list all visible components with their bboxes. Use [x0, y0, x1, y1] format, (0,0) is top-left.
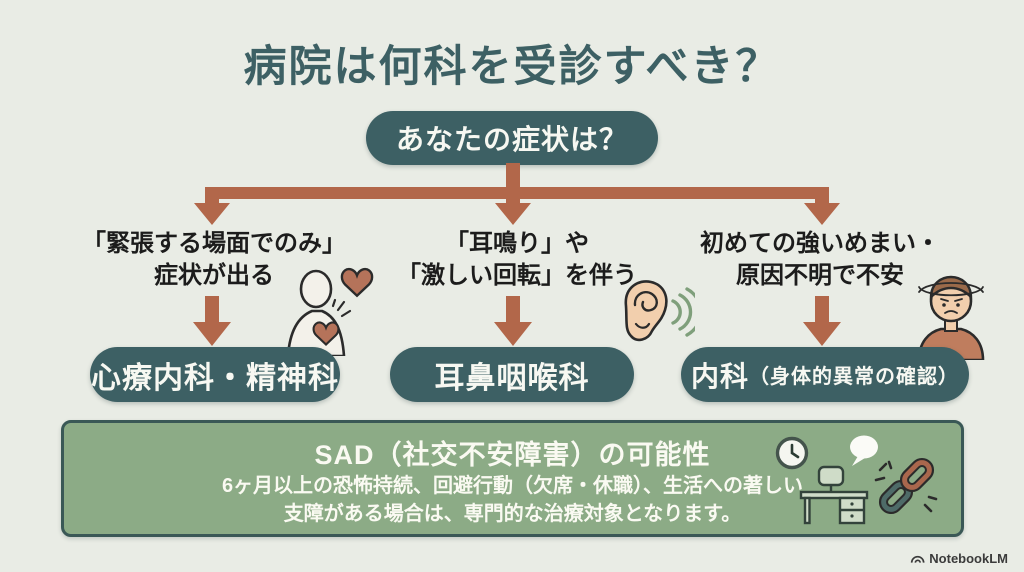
- watermark: NotebookLM: [910, 551, 1008, 566]
- branch-condition-2-line1: 「耳鳴り」や: [445, 230, 589, 257]
- branch-condition-1: 「緊張する場面でのみ」 症状が出る: [64, 228, 364, 292]
- branch-arrow-2: [494, 296, 532, 346]
- sad-info-box: SAD（社交不安障害）の可能性 6ヶ月以上の恐怖持続、回避行動（欠席・休職）、生…: [61, 420, 964, 537]
- speech-bubble-icon: [850, 435, 878, 466]
- branch-condition-3: 初めての強いめまい・ 原因不明で不安: [690, 228, 950, 292]
- connector-down-arrow-right: [804, 187, 840, 225]
- branch-condition-2: 「耳鳴り」や 「激しい回転」を伴う: [397, 228, 637, 292]
- sad-info-title: SAD（社交不安障害）の可能性: [314, 440, 711, 470]
- connector-down-arrow-middle: [495, 187, 531, 225]
- result-node-internal-medicine: 内科（身体的異常の確認）: [681, 347, 969, 402]
- watermark-label: NotebookLM: [929, 551, 1008, 566]
- branch-condition-3-line1: 初めての強いめまい・: [700, 230, 940, 257]
- root-symptom-label: あなたの症状は？: [395, 124, 628, 155]
- page-title: 病院は何科を受診すべき？: [243, 43, 781, 91]
- result-label: 耳鼻咽喉科: [434, 361, 590, 395]
- person-hearts-icon: [286, 267, 374, 356]
- notebooklm-logo-icon: [911, 555, 925, 563]
- result-sublabel: （身体的異常の確認）: [749, 366, 959, 388]
- connector-stem: [506, 163, 520, 189]
- connector-down-arrow-left: [194, 187, 230, 225]
- result-node-ent: 耳鼻咽喉科: [390, 347, 634, 402]
- result-node-psychiatry: 心療内科・精神科: [90, 347, 340, 402]
- result-label: 内科: [690, 360, 749, 392]
- root-symptom-node: あなたの症状は？: [366, 111, 658, 165]
- branch-condition-1-line1: 「緊張する場面でのみ」: [82, 230, 346, 257]
- sad-info-body-line1: 6ヶ月以上の恐怖持続、回避行動（欠席・休職）、生活への著しい: [221, 475, 804, 497]
- branch-condition-1-line2: 症状が出る: [154, 262, 274, 289]
- desk-icon: [799, 465, 869, 525]
- branch-arrow-3: [803, 296, 841, 346]
- clock-icon: [775, 436, 809, 470]
- branch-arrow-1: [193, 296, 231, 346]
- branch-condition-2-line2: 「激しい回転」を伴う: [397, 262, 637, 289]
- result-label: 心療内科・精神科: [91, 361, 339, 395]
- sad-info-body-line2: 支障がある場合は、専門的な治療対象となります。: [283, 503, 742, 525]
- ear-sound-icon: [624, 280, 695, 342]
- chain-link-icon: [874, 457, 938, 515]
- branch-condition-3-line2: 原因不明で不安: [736, 262, 904, 289]
